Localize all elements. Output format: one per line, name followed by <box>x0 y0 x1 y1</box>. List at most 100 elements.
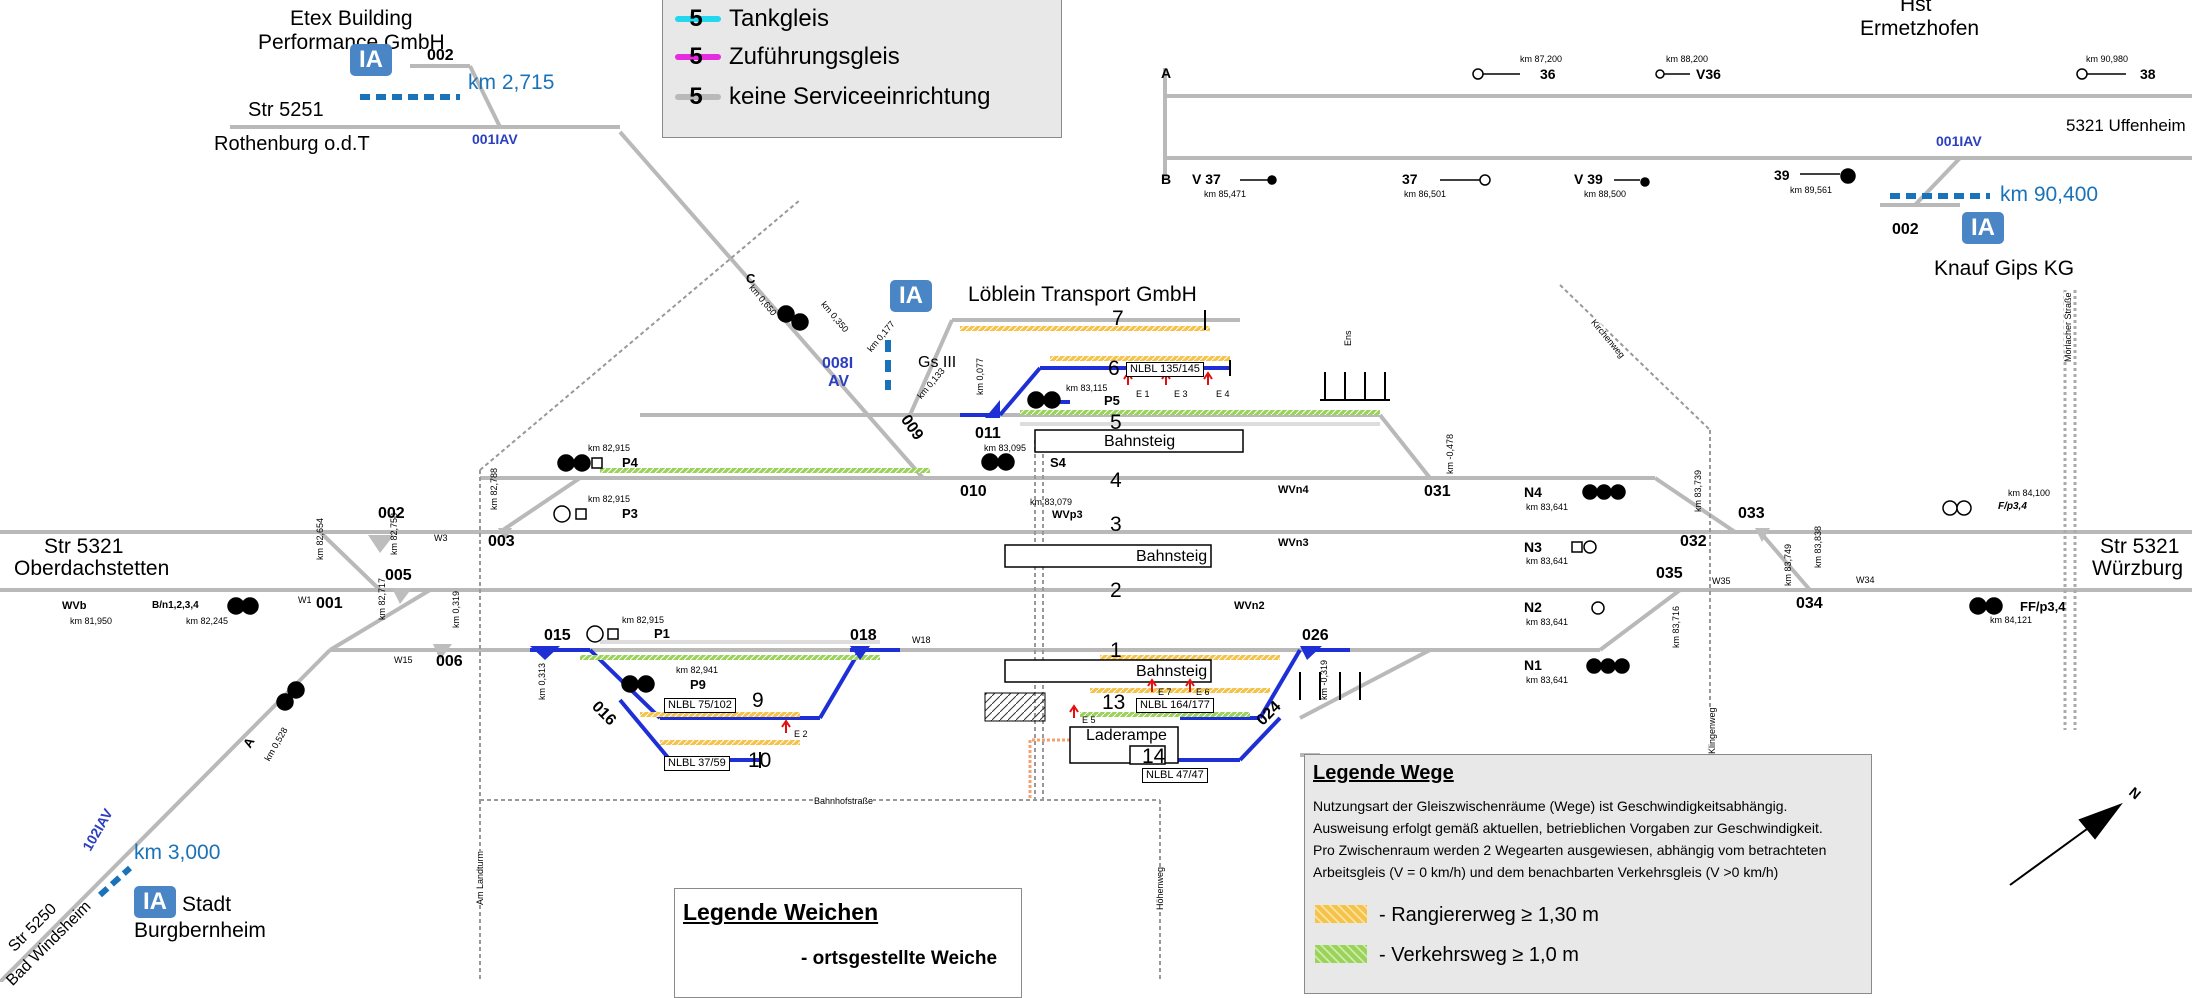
red-switch-marks <box>781 371 1213 733</box>
street-moerlacher: Mörlacher Straße <box>2063 292 2073 362</box>
signal-s4: S4 <box>1050 455 1066 470</box>
platforms <box>1004 429 1244 765</box>
legend-wege-text3: Pro Zwischenraum werden 2 Wegearten ausg… <box>1313 842 1827 858</box>
legend-tracks: 5 Tankgleis 5 Zuführungsgleis 5 keine Se… <box>662 0 1062 138</box>
track-9: 9 <box>752 689 764 712</box>
switch-e6: E 6 <box>1196 687 1210 697</box>
signal-n3: N3 <box>1524 539 1542 555</box>
switch-blue <box>530 400 1322 660</box>
signal-bh: B/n1,2,3,4 <box>152 600 199 611</box>
node-034: 034 <box>1796 595 1823 612</box>
signal-c: C <box>746 271 756 286</box>
switch-gray <box>368 528 1770 660</box>
signal-n4: N4 <box>1524 484 1542 500</box>
legend-wege-verkehr: - Verkehrsweg ≥ 1,0 m <box>1379 944 1579 966</box>
switch-e5: E 5 <box>1082 715 1096 725</box>
street-klingenweg: Klingenweg <box>1707 707 1717 754</box>
km-0077: km 0,077 <box>975 357 985 395</box>
station-rothenburg: Rothenburg o.d.T <box>214 133 370 155</box>
bahnsteig-upper: Bahnsteig <box>1104 433 1176 450</box>
km-0313: km 0,313 <box>537 662 547 700</box>
km-82758: km 82,758 <box>389 512 399 555</box>
street-amlandturm: Am Landturm <box>475 850 485 905</box>
company-burgbernheim: Burgbernheim <box>134 919 266 942</box>
signal-n2: N2 <box>1524 599 1542 615</box>
km-83115: km 83,115 <box>1066 383 1108 393</box>
signal-39: 39 <box>1774 167 1790 183</box>
nlbl-37: NLBL 37/59 <box>664 756 730 771</box>
switch-w18: W18 <box>912 635 931 645</box>
node-011: 011 <box>975 425 1001 442</box>
legend-wege-rangier: - Rangiererweg ≥ 1,30 m <box>1379 904 1599 926</box>
legend-num: 5 <box>689 43 703 70</box>
signal-wvn4: WVn4 <box>1278 484 1309 496</box>
switch-e3: E 3 <box>1174 389 1188 399</box>
station-str5321-right: Str 5321 <box>2100 535 2180 558</box>
km-83641d: km 83,641 <box>1526 675 1569 685</box>
company-knauf: Knauf Gips KG <box>1934 257 2075 280</box>
signal-ffp34: FF/p3,4 <box>2020 599 2066 614</box>
km-0319b: km -0,319 <box>1319 659 1329 700</box>
km-83838: km 83,838 <box>1813 525 1823 568</box>
legend-weichen: Legende Weichen - ortsgestellte Weiche <box>674 888 1022 998</box>
legend-label: keine Serviceeinrichtung <box>729 83 991 110</box>
km-82941: km 82,941 <box>676 665 719 675</box>
legend-num: 5 <box>689 5 703 32</box>
signal-wvn2: WVn2 <box>1234 600 1265 612</box>
switch-e1: E 1 <box>1136 389 1150 399</box>
station-uffenheim: 5321 Uffenheim <box>2066 116 2186 135</box>
km-82654: km 82,654 <box>315 517 325 560</box>
ia-badge-loeblein: IA <box>890 280 932 312</box>
company-stadt: Stadt <box>182 893 232 916</box>
ia-badge-knauf: IA <box>1962 212 2004 244</box>
node-001: 001 <box>316 595 343 612</box>
bahnsteig-lower: Bahnsteig <box>1136 663 1208 680</box>
km-82915a: km 82,915 <box>588 443 631 453</box>
signal-glyphs <box>227 68 2126 711</box>
station-wuerzburg: Würzburg <box>2092 557 2184 580</box>
bahnsteig-middle: Bahnsteig <box>1136 548 1208 565</box>
main-tracks <box>0 64 2192 982</box>
legend-wege-text1: Nutzungsart der Gleiszwischenräume (Wege… <box>1313 798 1788 814</box>
nlbl-135: NLBL 135/145 <box>1126 362 1204 377</box>
nlbl-164: NLBL 164/177 <box>1136 698 1214 713</box>
av-008: 008I <box>822 355 854 372</box>
signal-v37: V 37 <box>1192 171 1221 187</box>
node-010: 010 <box>960 483 987 500</box>
km-88200: km 88,200 <box>1666 54 1709 64</box>
node-035: 035 <box>1656 565 1683 582</box>
edge-a: A <box>1161 65 1172 81</box>
km-83716: km 83,716 <box>1671 605 1681 648</box>
switch-w1: W1 <box>298 595 312 605</box>
signal-p3: P3 <box>622 506 638 521</box>
legend-wege-text2: Ausweisung erfolgt gemäß aktuellen, betr… <box>1313 820 1823 836</box>
track-13: 13 <box>1102 691 1126 714</box>
laderampe: Laderampe <box>1086 727 1167 744</box>
station-str5321-left: Str 5321 <box>44 535 124 558</box>
km-85471: km 85,471 <box>1204 189 1247 199</box>
service-tracks <box>530 366 1350 762</box>
switch-e4: E 4 <box>1216 389 1230 399</box>
km-83095: km 83,095 <box>984 443 1027 453</box>
legend-row-feed: 5 Zuführungsgleis <box>675 43 900 71</box>
switch-w34: W34 <box>1856 575 1875 585</box>
company-loeblein: Löblein Transport GmbH <box>968 283 1197 306</box>
road-moerlacher <box>2063 290 2077 730</box>
station-oberdachstetten: Oberdachstetten <box>14 557 170 580</box>
node-006: 006 <box>436 653 463 670</box>
track-1: 1 <box>1110 639 1122 662</box>
signal-p5: P5 <box>1104 393 1120 408</box>
km-83641b: km 83,641 <box>1526 556 1569 566</box>
signal-p4: P4 <box>622 455 638 470</box>
km-88500: km 88,500 <box>1584 189 1627 199</box>
av-001-top: 001IAV <box>472 131 518 147</box>
legend-line-none <box>675 94 721 100</box>
km-0319: km 0,319 <box>451 590 461 628</box>
legend-label: Zuführungsgleis <box>729 43 900 70</box>
km-0478: km -0,478 <box>1445 433 1455 474</box>
track-14: 14 <box>1142 745 1166 768</box>
signal-37: 37 <box>1402 171 1418 187</box>
km-marker-90400: km 90,400 <box>2000 183 2099 206</box>
legend-swatch-rangier <box>1315 905 1367 923</box>
